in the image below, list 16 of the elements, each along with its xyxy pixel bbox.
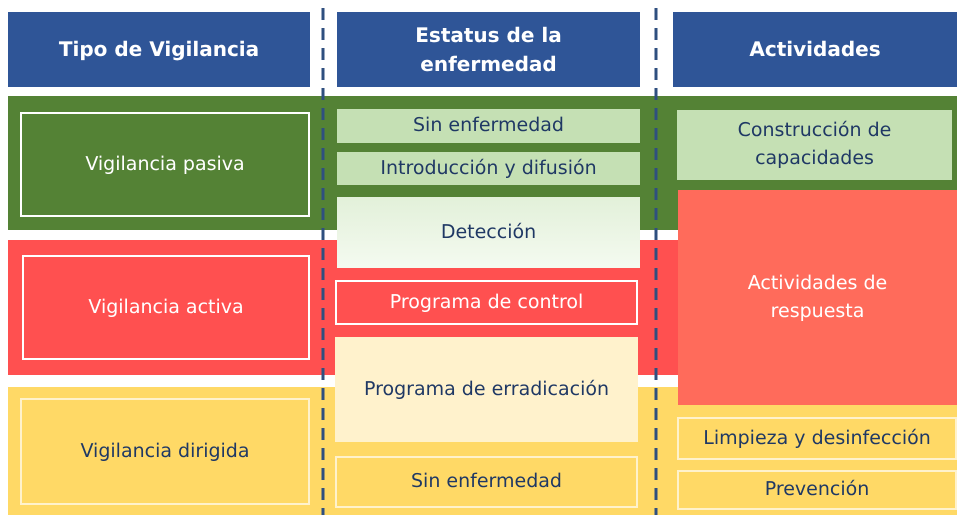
activity-box: Limpieza y desinfección [677,417,957,460]
activity-box: Construcción de capacidades [677,110,952,180]
column-header: Actividades [673,12,957,87]
category-box: Vigilancia activa [22,255,310,360]
activity-box: Prevención [677,470,957,510]
status-box: Programa de control [335,280,638,325]
status-box: Sin enfermedad [335,456,638,508]
status-box: Detección [337,197,640,268]
status-box: Introducción y difusión [337,152,640,185]
column-header: Tipo de Vigilancia [8,12,310,87]
status-box: Programa de erradicación [335,337,638,442]
status-box: Sin enfermedad [337,109,640,143]
category-box: Vigilancia dirigida [20,398,310,505]
activity-box: Actividades de respuesta [678,190,957,405]
column-header: Estatus de la enfermedad [337,12,640,87]
category-box: Vigilancia pasiva [20,112,310,217]
